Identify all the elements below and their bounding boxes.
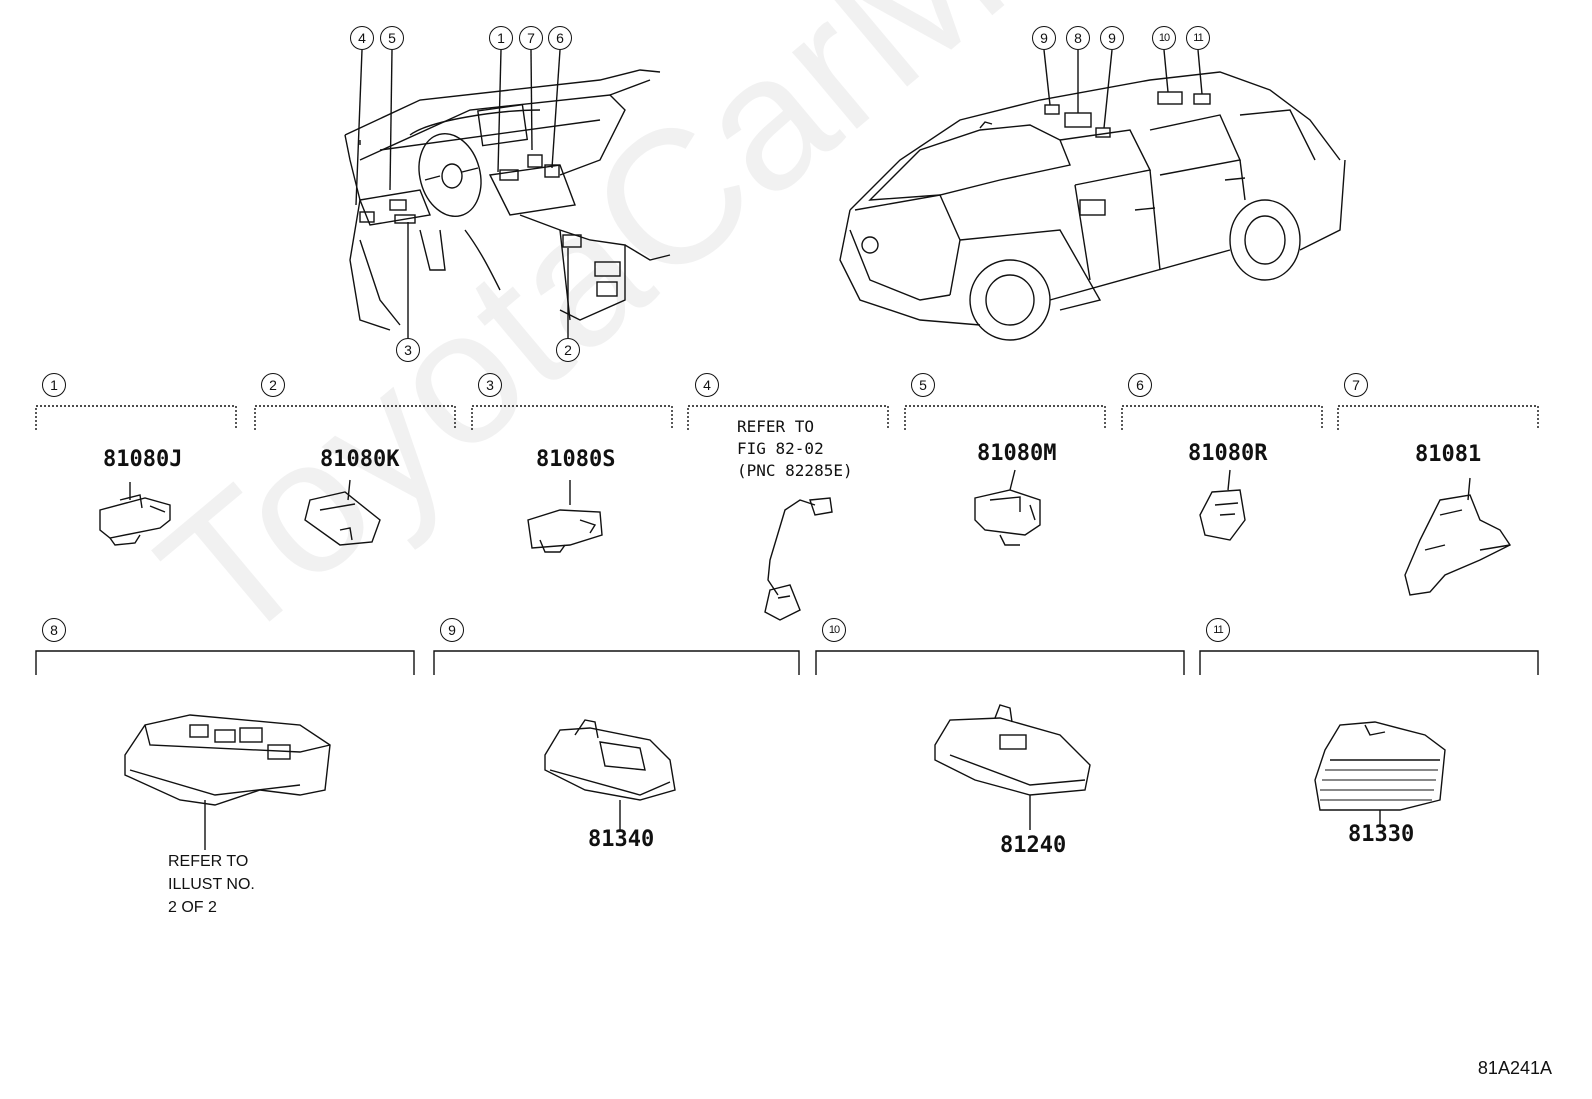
callout-9-vehicle-left: 9: [1032, 26, 1056, 50]
part-81240-drawing: [934, 704, 1091, 830]
part-number-81080S: 81080S: [536, 447, 616, 472]
callout-6-row: 6: [1128, 373, 1152, 397]
part-number-81240: 81240: [1000, 833, 1067, 858]
callout-3-row: 3: [478, 373, 502, 397]
part-number-81340: 81340: [588, 827, 655, 852]
part-81080J-drawing: [99, 482, 171, 546]
part-81080M-drawing: [974, 469, 1041, 546]
part-81340-drawing: [544, 719, 676, 830]
part-number-81330: 81330: [1348, 822, 1415, 847]
callout-3-interior: 3: [396, 338, 420, 362]
callout-5-row: 5: [911, 373, 935, 397]
part-81080S-drawing: [527, 480, 603, 553]
wire-harness-drawing: [764, 497, 833, 621]
callout-9-row: 9: [440, 618, 464, 642]
callout-4-row: 4: [695, 373, 719, 397]
callout-8-row: 8: [42, 618, 66, 642]
callout-6-interior: 6: [548, 26, 572, 50]
part-number-81080R: 81080R: [1188, 441, 1268, 466]
part-81080R-drawing: [1199, 469, 1246, 541]
part-number-81081: 81081: [1415, 442, 1482, 467]
callout-9-vehicle-right: 9: [1100, 26, 1124, 50]
refer-to-illust-note: REFER TO ILLUST NO. 2 OF 2: [168, 853, 255, 916]
callout-5-interior: 5: [380, 26, 404, 50]
part-number-81080M: 81080M: [977, 441, 1057, 466]
row1-brackets: [35, 405, 1539, 430]
callout-7-row: 7: [1344, 373, 1368, 397]
callout-2-row: 2: [261, 373, 285, 397]
part-number-81080J: 81080J: [103, 447, 183, 472]
callout-10-row: 10: [822, 618, 846, 642]
row2-brackets: [35, 650, 1539, 675]
refer-to-fig-note: REFER TO FIG 82-02 (PNC 82285E): [737, 417, 853, 480]
part-number-81080K: 81080K: [320, 447, 400, 472]
part-81080K-drawing: [304, 479, 381, 546]
part-8-console-drawing: [124, 714, 331, 850]
callout-2-interior: 2: [556, 338, 580, 362]
callout-8-vehicle: 8: [1066, 26, 1090, 50]
callout-1-interior: 1: [489, 26, 513, 50]
diagram-code: 81A241A: [1477, 1058, 1552, 1078]
callout-7-interior: 7: [519, 26, 543, 50]
callout-4-interior: 4: [350, 26, 374, 50]
callout-1-row: 1: [42, 373, 66, 397]
callout-10-vehicle: 10: [1152, 26, 1176, 50]
dashboard-illustration: [344, 49, 671, 338]
part-81330-drawing: [1314, 721, 1446, 825]
vehicle-illustration: [839, 49, 1346, 341]
part-81081-drawing: [1404, 477, 1512, 596]
callout-11-vehicle: 11: [1186, 26, 1210, 50]
callout-11-row: 11: [1206, 618, 1230, 642]
